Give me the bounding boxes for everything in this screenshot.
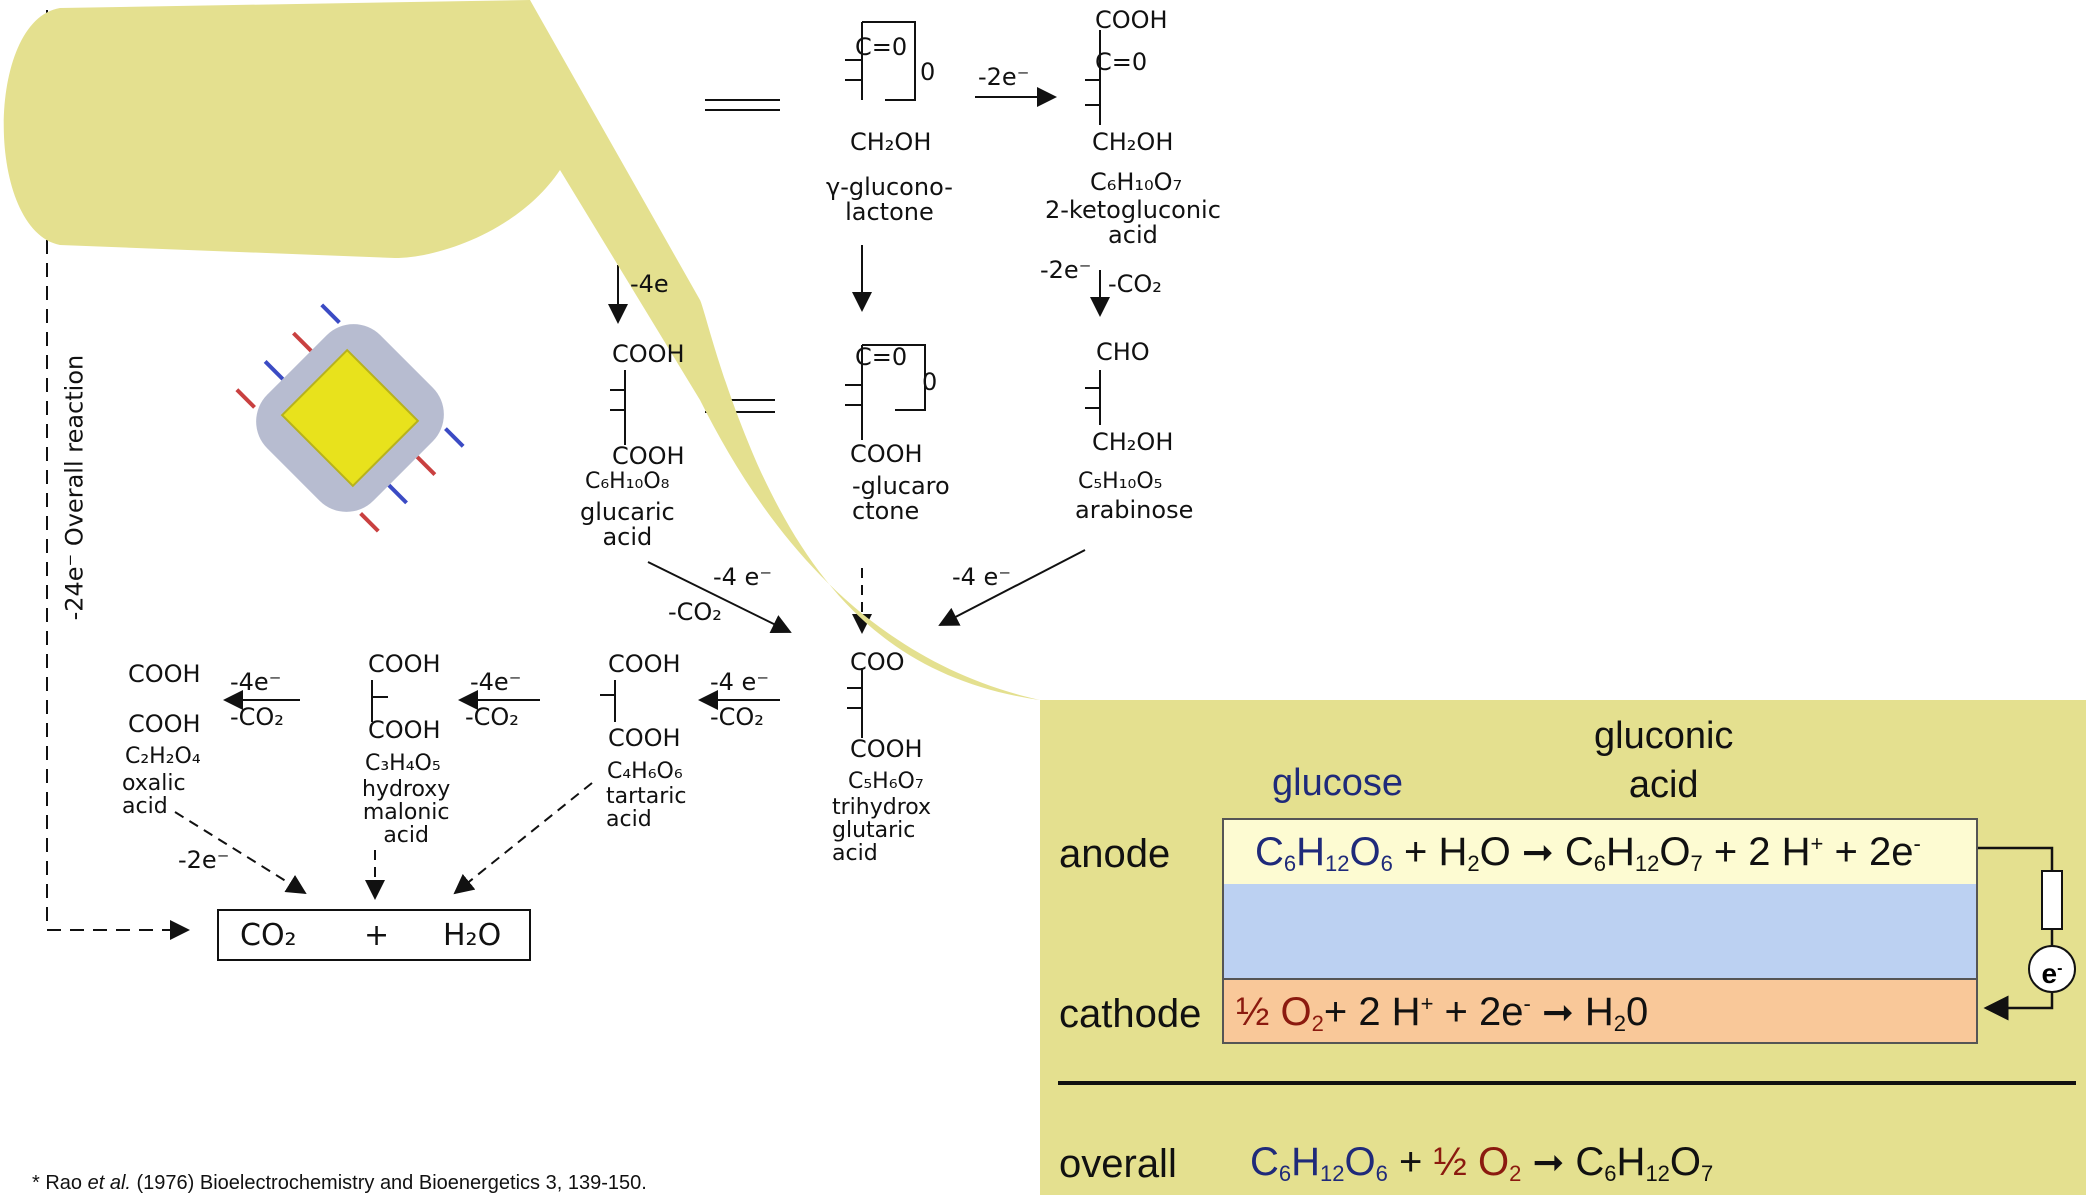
- arabinose-cho: CHO: [1096, 340, 1150, 365]
- oxalic-arrow-e: -4e⁻: [230, 670, 281, 695]
- hm-name: hydroxy malonic acid: [362, 778, 450, 847]
- diag-4e-right: -4 e⁻: [952, 565, 1011, 590]
- tg-cooh-2: COOH: [850, 737, 923, 762]
- label-overall: overall: [1059, 1142, 1177, 1187]
- arabinose-name: arabinose: [1075, 498, 1193, 523]
- c-eq-o-top: C=0: [1095, 50, 1147, 75]
- oxalic-arrow-co2: -CO₂: [230, 705, 284, 730]
- label-anode: anode: [1059, 832, 1170, 877]
- oxalic-cooh-1: COOH: [128, 662, 201, 687]
- tart-arrow-co2: -CO₂: [710, 705, 764, 730]
- header-glucose: glucose: [1272, 762, 1403, 805]
- glucarolactone-o: 0: [922, 370, 937, 395]
- tg-cooh-1: COO: [850, 650, 905, 675]
- membrane-band: [1222, 884, 1978, 980]
- diag-co2-left: -CO₂: [668, 600, 722, 625]
- diag-4e-left: -4 e⁻: [713, 565, 772, 590]
- ketogluconic-formula: C₆H₁₀O₇: [1090, 170, 1182, 195]
- glucaric-name: glucaric acid: [580, 500, 675, 550]
- product-h2o: H₂O: [443, 920, 501, 952]
- tart-name: tartaric acid: [606, 785, 687, 831]
- gluconolactone-co: C=0: [855, 35, 907, 60]
- arabinose-formula: C₅H₁₀O₅: [1078, 470, 1163, 493]
- overall-reaction-label: -24e⁻ Overall reaction: [62, 228, 87, 748]
- minus-2e-bottom: -2e⁻: [178, 848, 229, 873]
- oxalic-cooh-2: COOH: [128, 712, 201, 737]
- ketogluconic-name: 2-ketogluconic acid: [1045, 198, 1221, 248]
- glucaric-cooh-bottom: COOH: [612, 444, 685, 469]
- ch2oh-keto: CH₂OH: [1092, 130, 1173, 155]
- tg-name: trihydrox glutaric acid: [832, 796, 931, 865]
- header-gluconic-acid: gluconic acid: [1594, 712, 1733, 809]
- electron-icon: e-: [2028, 945, 2076, 993]
- hm-cooh-2: COOH: [368, 718, 441, 743]
- tg-formula: C₅H₆O₇: [848, 770, 924, 793]
- anode-equation: C6H12O6 + H2O ➞ C6H12O7 + 2 H+ + 2e-: [1255, 830, 1921, 877]
- oxalic-formula: C₂H₂O₄: [125, 745, 201, 768]
- tart-formula: C₄H₆O₆: [607, 760, 683, 783]
- tart-cooh-2: COOH: [608, 726, 681, 751]
- glucaric-cooh-top: COOH: [612, 342, 685, 367]
- ch2oh-glucono: CH₂OH: [850, 130, 931, 155]
- tart-cooh-1: COOH: [608, 652, 681, 677]
- oxalic-name: oxalic acid: [122, 772, 186, 818]
- cathode-equation: ½ O2+ 2 H+ + 2e- ➞ H20: [1236, 990, 1648, 1037]
- glucarolactone-name: -glucaro ctone: [852, 474, 950, 524]
- minus-co2-keto: -CO₂: [1108, 272, 1162, 297]
- glucarolactone-cooh: COOH: [850, 442, 923, 467]
- cooh-top: COOH: [1095, 8, 1168, 33]
- hm-arrow-co2: -CO₂: [465, 705, 519, 730]
- overall-equation: C6H12O6 + ½ O2 ➞ C6H12O7: [1250, 1140, 1713, 1187]
- tart-arrow-e: -4 e⁻: [710, 670, 769, 695]
- gluconolactone-o: 0: [920, 60, 935, 85]
- product-plus: +: [364, 920, 389, 952]
- minus-4e-left: -4e: [630, 272, 669, 297]
- hm-formula: C₃H₄O₅: [365, 752, 441, 775]
- minus-2e-top: -2e⁻: [978, 65, 1029, 90]
- resistor-icon: [2041, 870, 2063, 930]
- label-cathode: cathode: [1059, 992, 1201, 1037]
- minus-2e-keto: -2e⁻: [1040, 258, 1091, 283]
- glucarolactone-co: C=0: [855, 345, 907, 370]
- footnote: * Rao et al. (1976) Bioelectrochemistry …: [32, 1172, 647, 1195]
- fuel-cell-icon: [223, 291, 478, 546]
- gamma-gluconolactone-label: γ-glucono- lactone: [826, 175, 953, 225]
- glucaric-formula: C₆H₁₀O₈: [585, 470, 670, 493]
- arabinose-ch2oh: CH₂OH: [1092, 430, 1173, 455]
- hm-arrow-e: -4e⁻: [470, 670, 521, 695]
- product-co2: CO₂: [240, 920, 297, 952]
- hm-cooh-1: COOH: [368, 652, 441, 677]
